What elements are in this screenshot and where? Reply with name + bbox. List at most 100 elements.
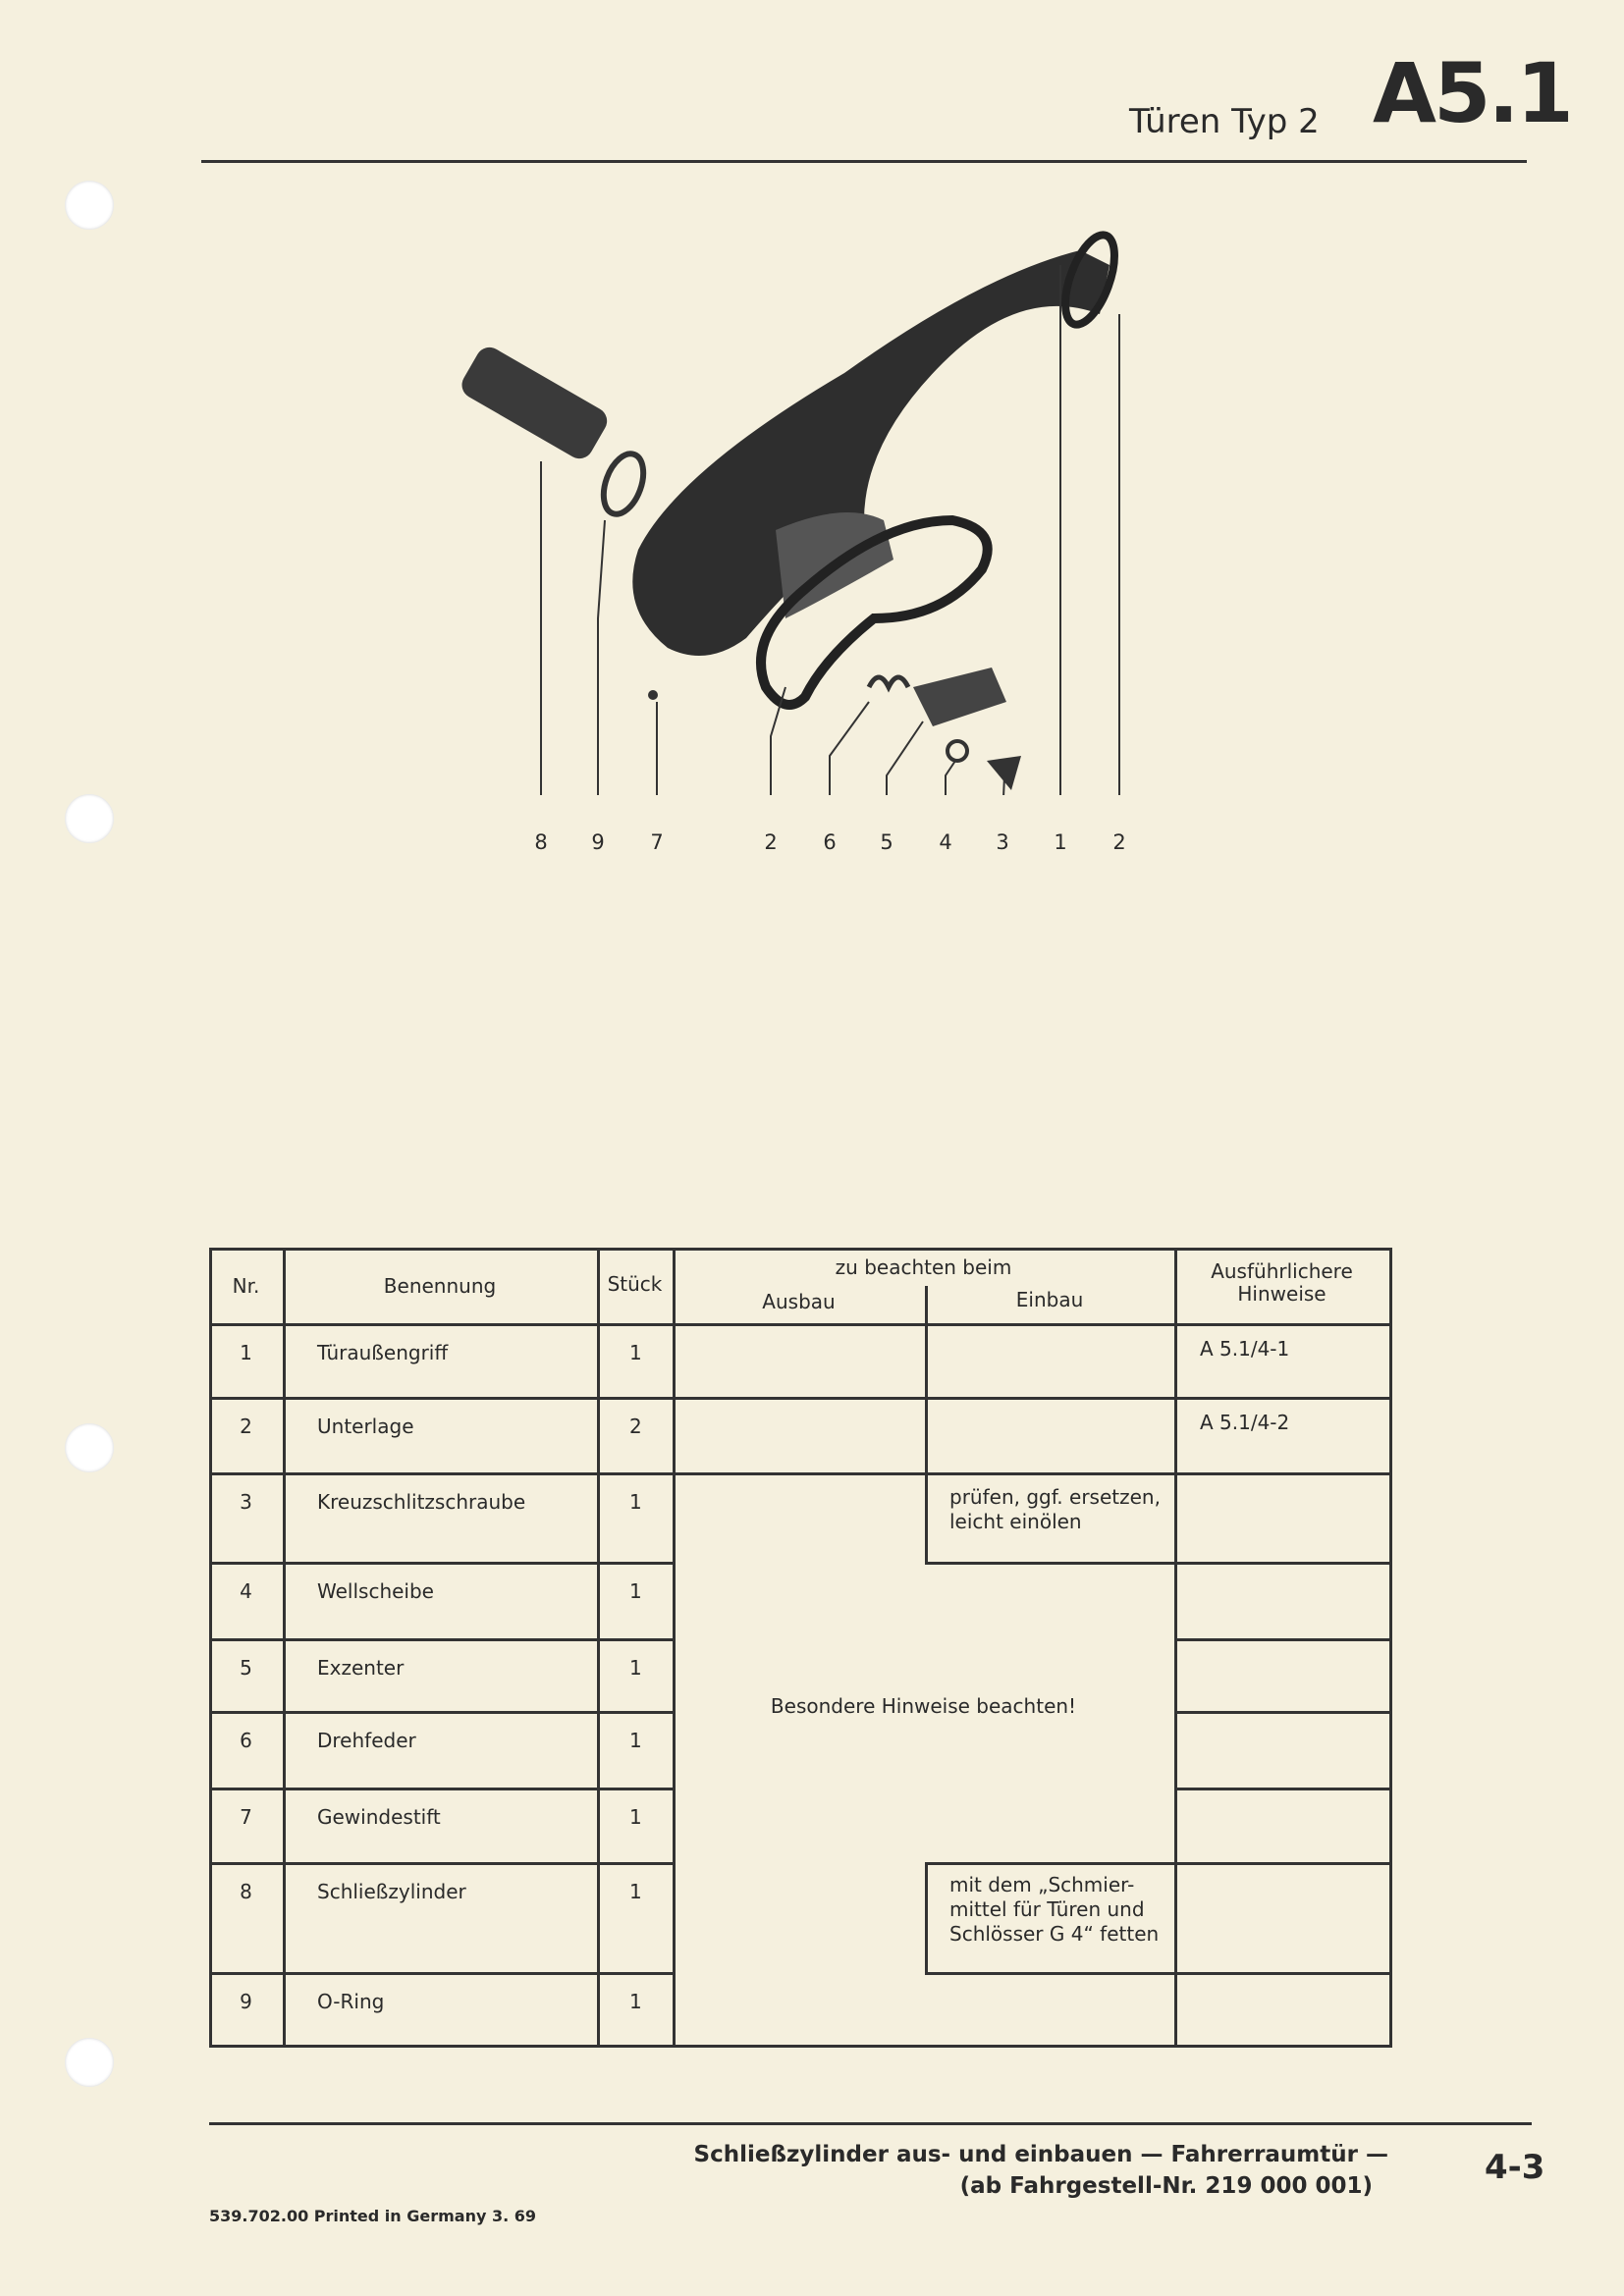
table-rule [209, 1323, 1392, 1326]
table-rule [925, 1562, 1392, 1565]
table-rule [1174, 1248, 1177, 2048]
row-qty: 1 [629, 1729, 642, 1752]
row-qty: 2 [629, 1415, 642, 1438]
spring-icon [866, 674, 911, 693]
note-line: mittel für Türen und [949, 1897, 1145, 1921]
row-qty: 1 [629, 1490, 642, 1514]
row-nr: 5 [240, 1656, 252, 1680]
row-qty: 1 [629, 1656, 642, 1680]
part-label: 4 [939, 830, 952, 854]
row-name: Türaußengriff [317, 1341, 449, 1364]
row-nr: 1 [240, 1341, 252, 1364]
note-line: leicht einölen [949, 1510, 1082, 1533]
table-rule [209, 1248, 212, 2048]
gasket-icon [1061, 231, 1118, 329]
part-label: 5 [880, 830, 893, 854]
punch-hole [65, 1423, 114, 1472]
table-rule [209, 1788, 676, 1790]
row-nr: 7 [240, 1805, 252, 1829]
header-ausbau: Ausbau [762, 1290, 836, 1313]
table-rule [209, 2045, 1392, 2048]
table-rule [1174, 1638, 1392, 1641]
row-nr: 9 [240, 1990, 252, 2013]
header-hinweise: Ausführlichere [1211, 1259, 1353, 1283]
header-hinweise: Hinweise [1237, 1282, 1326, 1306]
merged-note: Besondere Hinweise beachten! [770, 1694, 1077, 1718]
header-nr: Nr. [232, 1274, 260, 1298]
header-einbau: Einbau [1015, 1288, 1084, 1311]
row-qty: 1 [629, 1990, 642, 2013]
row-qty: 1 [629, 1341, 642, 1364]
row-name: Unterlage [317, 1415, 414, 1438]
gasket-icon [756, 514, 993, 710]
table-rule [209, 1862, 676, 1865]
einbau-note-row3: prüfen, ggf. ersetzen,leicht einölen [949, 1485, 1161, 1534]
table-rule [209, 1472, 1392, 1475]
punch-hole [65, 2038, 114, 2087]
table-rule [1174, 1788, 1392, 1790]
table-rule [209, 1711, 676, 1714]
row-name: O-Ring [317, 1990, 385, 2013]
row-name: Gewindestift [317, 1805, 441, 1829]
table-rule [209, 1972, 676, 1975]
table-rule [209, 1638, 676, 1641]
punch-hole [65, 794, 114, 843]
table-rule [925, 1862, 1177, 1865]
set-screw-icon [648, 690, 658, 700]
row-name: Schließzylinder [317, 1880, 466, 1903]
part-label: 2 [764, 830, 778, 854]
row-ref: A 5.1/4-2 [1200, 1411, 1290, 1434]
table-rule [209, 1397, 1392, 1400]
footer-title: Schließzylinder aus- und einbauen — Fahr… [693, 2142, 1388, 2167]
part-label: 8 [534, 830, 548, 854]
eccentric-icon [913, 667, 1006, 726]
table-rule [925, 1862, 928, 1975]
row-qty: 1 [629, 1805, 642, 1829]
door-handle-icon [632, 250, 1110, 656]
part-label: 3 [996, 830, 1009, 854]
row-nr: 3 [240, 1490, 252, 1514]
row-qty: 1 [629, 1880, 642, 1903]
table-rule [1174, 1711, 1392, 1714]
section-title: Türen Typ 2 [1129, 102, 1320, 141]
table-rule [209, 1562, 676, 1565]
part-label: 1 [1054, 830, 1067, 854]
screw-icon [987, 756, 1021, 790]
header-zu-beachten: zu beachten beim [835, 1255, 1012, 1279]
table-rule [1389, 1248, 1392, 2048]
exploded-diagram [461, 231, 1120, 795]
footer-rule [209, 2122, 1532, 2125]
part-label: 6 [823, 830, 837, 854]
header-benennung: Benennung [383, 1274, 497, 1298]
washer-icon [946, 739, 969, 763]
table-rule [209, 1248, 1392, 1251]
table-rule [673, 1248, 676, 2048]
row-qty: 1 [629, 1579, 642, 1603]
note-line: mit dem „Schmier- [949, 1873, 1135, 1896]
row-name: Kreuzschlitzschraube [317, 1490, 526, 1514]
table-rule [925, 1286, 928, 1565]
header-stueck: Stück [607, 1272, 663, 1296]
page-number: 4-3 [1485, 2148, 1545, 2187]
row-nr: 2 [240, 1415, 252, 1438]
table-rule [1174, 1972, 1392, 1975]
note-line: Schlösser G 4“ fetten [949, 1922, 1160, 1946]
cylinder-icon [461, 347, 608, 459]
row-nr: 4 [240, 1579, 252, 1603]
table-rule [925, 1972, 1177, 1975]
table-rule [1174, 1862, 1392, 1865]
row-name: Drehfeder [317, 1729, 416, 1752]
table-rule [597, 1248, 600, 2048]
part-label: 2 [1112, 830, 1126, 854]
row-nr: 8 [240, 1880, 252, 1903]
row-nr: 6 [240, 1729, 252, 1752]
punch-hole [65, 181, 114, 230]
row-name: Exzenter [317, 1656, 405, 1680]
section-code: A5.1 [1373, 45, 1574, 141]
part-label: 7 [650, 830, 664, 854]
row-name: Wellscheibe [317, 1579, 434, 1603]
print-info: 539.702.00 Printed in Germany 3. 69 [209, 2207, 537, 2225]
o-ring-icon [600, 451, 647, 517]
